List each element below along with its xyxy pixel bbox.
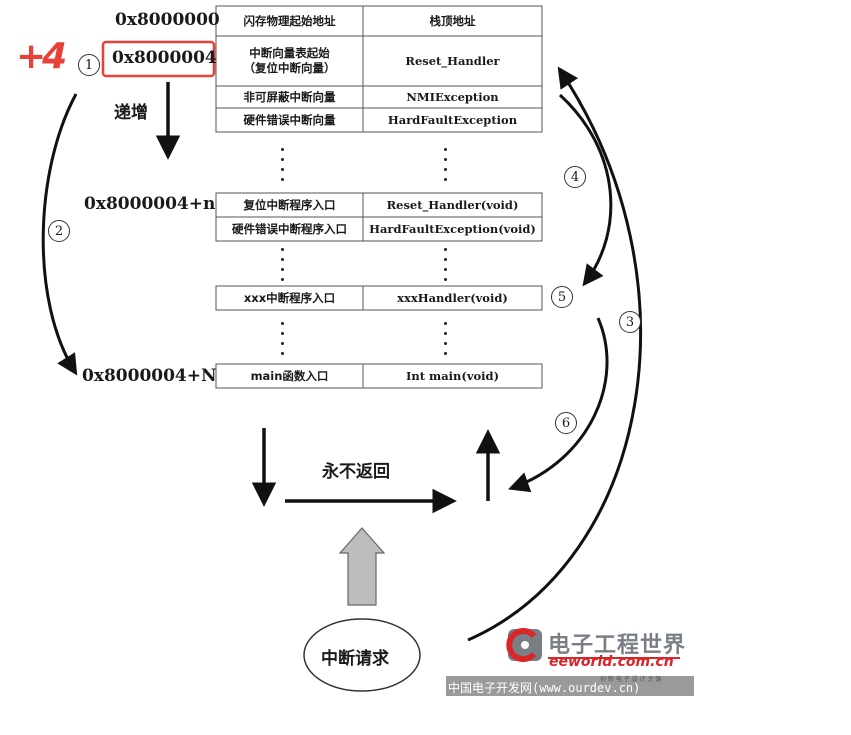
vector-table-mid <box>215 192 543 242</box>
increment-label: 递增 <box>114 103 148 123</box>
step-6-badge: 6 <box>555 412 577 434</box>
arrow-3 <box>467 66 643 642</box>
step-3-badge: 3 <box>619 311 641 333</box>
cell-nmi-vector: 非可屏蔽中断向量 <box>243 89 336 104</box>
step-4-badge: 4 <box>564 166 586 188</box>
ellipsis-dots <box>281 322 285 362</box>
cell-xxx-entry: xxx中断程序入口 <box>243 290 336 305</box>
ellipsis-dots <box>281 248 285 288</box>
cell-hardfault-vector: 硬件错误中断向量 <box>243 112 336 127</box>
cell-hardfault-void: HardFaultException(void) <box>369 221 536 236</box>
watermark-text: 中国电子开发网(www.ourdev.cn) <box>448 681 641 695</box>
cell-xxx-handler: xxxHandler(void) <box>397 290 508 305</box>
ellipsis-dots <box>444 248 448 288</box>
interrupt-request-ellipse <box>303 618 421 692</box>
plus4-annotation: +4 <box>16 36 67 77</box>
watermark-bg <box>446 676 694 696</box>
cell-reset-entry: 复位中断程序入口 <box>243 197 336 212</box>
interrupt-request-label: 中断请求 <box>321 649 389 669</box>
arrow-4 <box>558 93 613 287</box>
cell-vector-start: 中断向量表起始 （复位中断向量） <box>243 46 336 75</box>
cell-flash-start: 闪存物理起始地址 <box>243 13 336 28</box>
cell-main-entry: main函数入口 <box>250 368 329 383</box>
ellipsis-dots <box>444 322 448 362</box>
arrow-6 <box>508 317 609 493</box>
cell-int-main: Int main(void) <box>405 368 500 383</box>
address-N: 0x8000004+N <box>82 366 217 386</box>
ellipsis-dots <box>281 148 285 188</box>
cell-nmi-exception: NMIException <box>406 89 499 104</box>
cell-hardfault-entry: 硬件错误中断程序入口 <box>232 221 347 236</box>
address-n: 0x8000004+n <box>84 194 216 214</box>
eeworld-logo-mark <box>506 628 542 662</box>
step-1-badge: 1 <box>78 54 100 76</box>
highlight-box <box>101 40 216 78</box>
cell-reset-handler-void: Reset_Handler(void) <box>386 197 519 212</box>
cell-reset-handler: Reset_Handler <box>405 53 500 68</box>
interrupt-up-arrow <box>338 527 386 606</box>
vector-table-xxx <box>215 285 543 311</box>
vector-table-main <box>215 363 543 389</box>
address-vector-start: 0x8000004 <box>112 48 217 68</box>
step-2-badge: 2 <box>48 220 70 242</box>
arrow-2 <box>41 93 78 376</box>
cell-hardfault-exception: HardFaultException <box>387 112 518 127</box>
logo-slogan: 创 新 电 子 设 计 之 源 <box>600 676 662 683</box>
logo-domain: eeworld.com.cn <box>549 654 674 670</box>
cell-stack-top: 栈顶地址 <box>429 13 476 28</box>
step-5-badge: 5 <box>551 286 573 308</box>
address-base: 0x8000000 <box>115 10 220 30</box>
never-return-label: 永不返回 <box>322 462 390 482</box>
logo-cn-name: 电子工程世界 <box>548 633 687 658</box>
vector-table-top <box>215 5 543 133</box>
ellipsis-dots <box>444 148 448 188</box>
